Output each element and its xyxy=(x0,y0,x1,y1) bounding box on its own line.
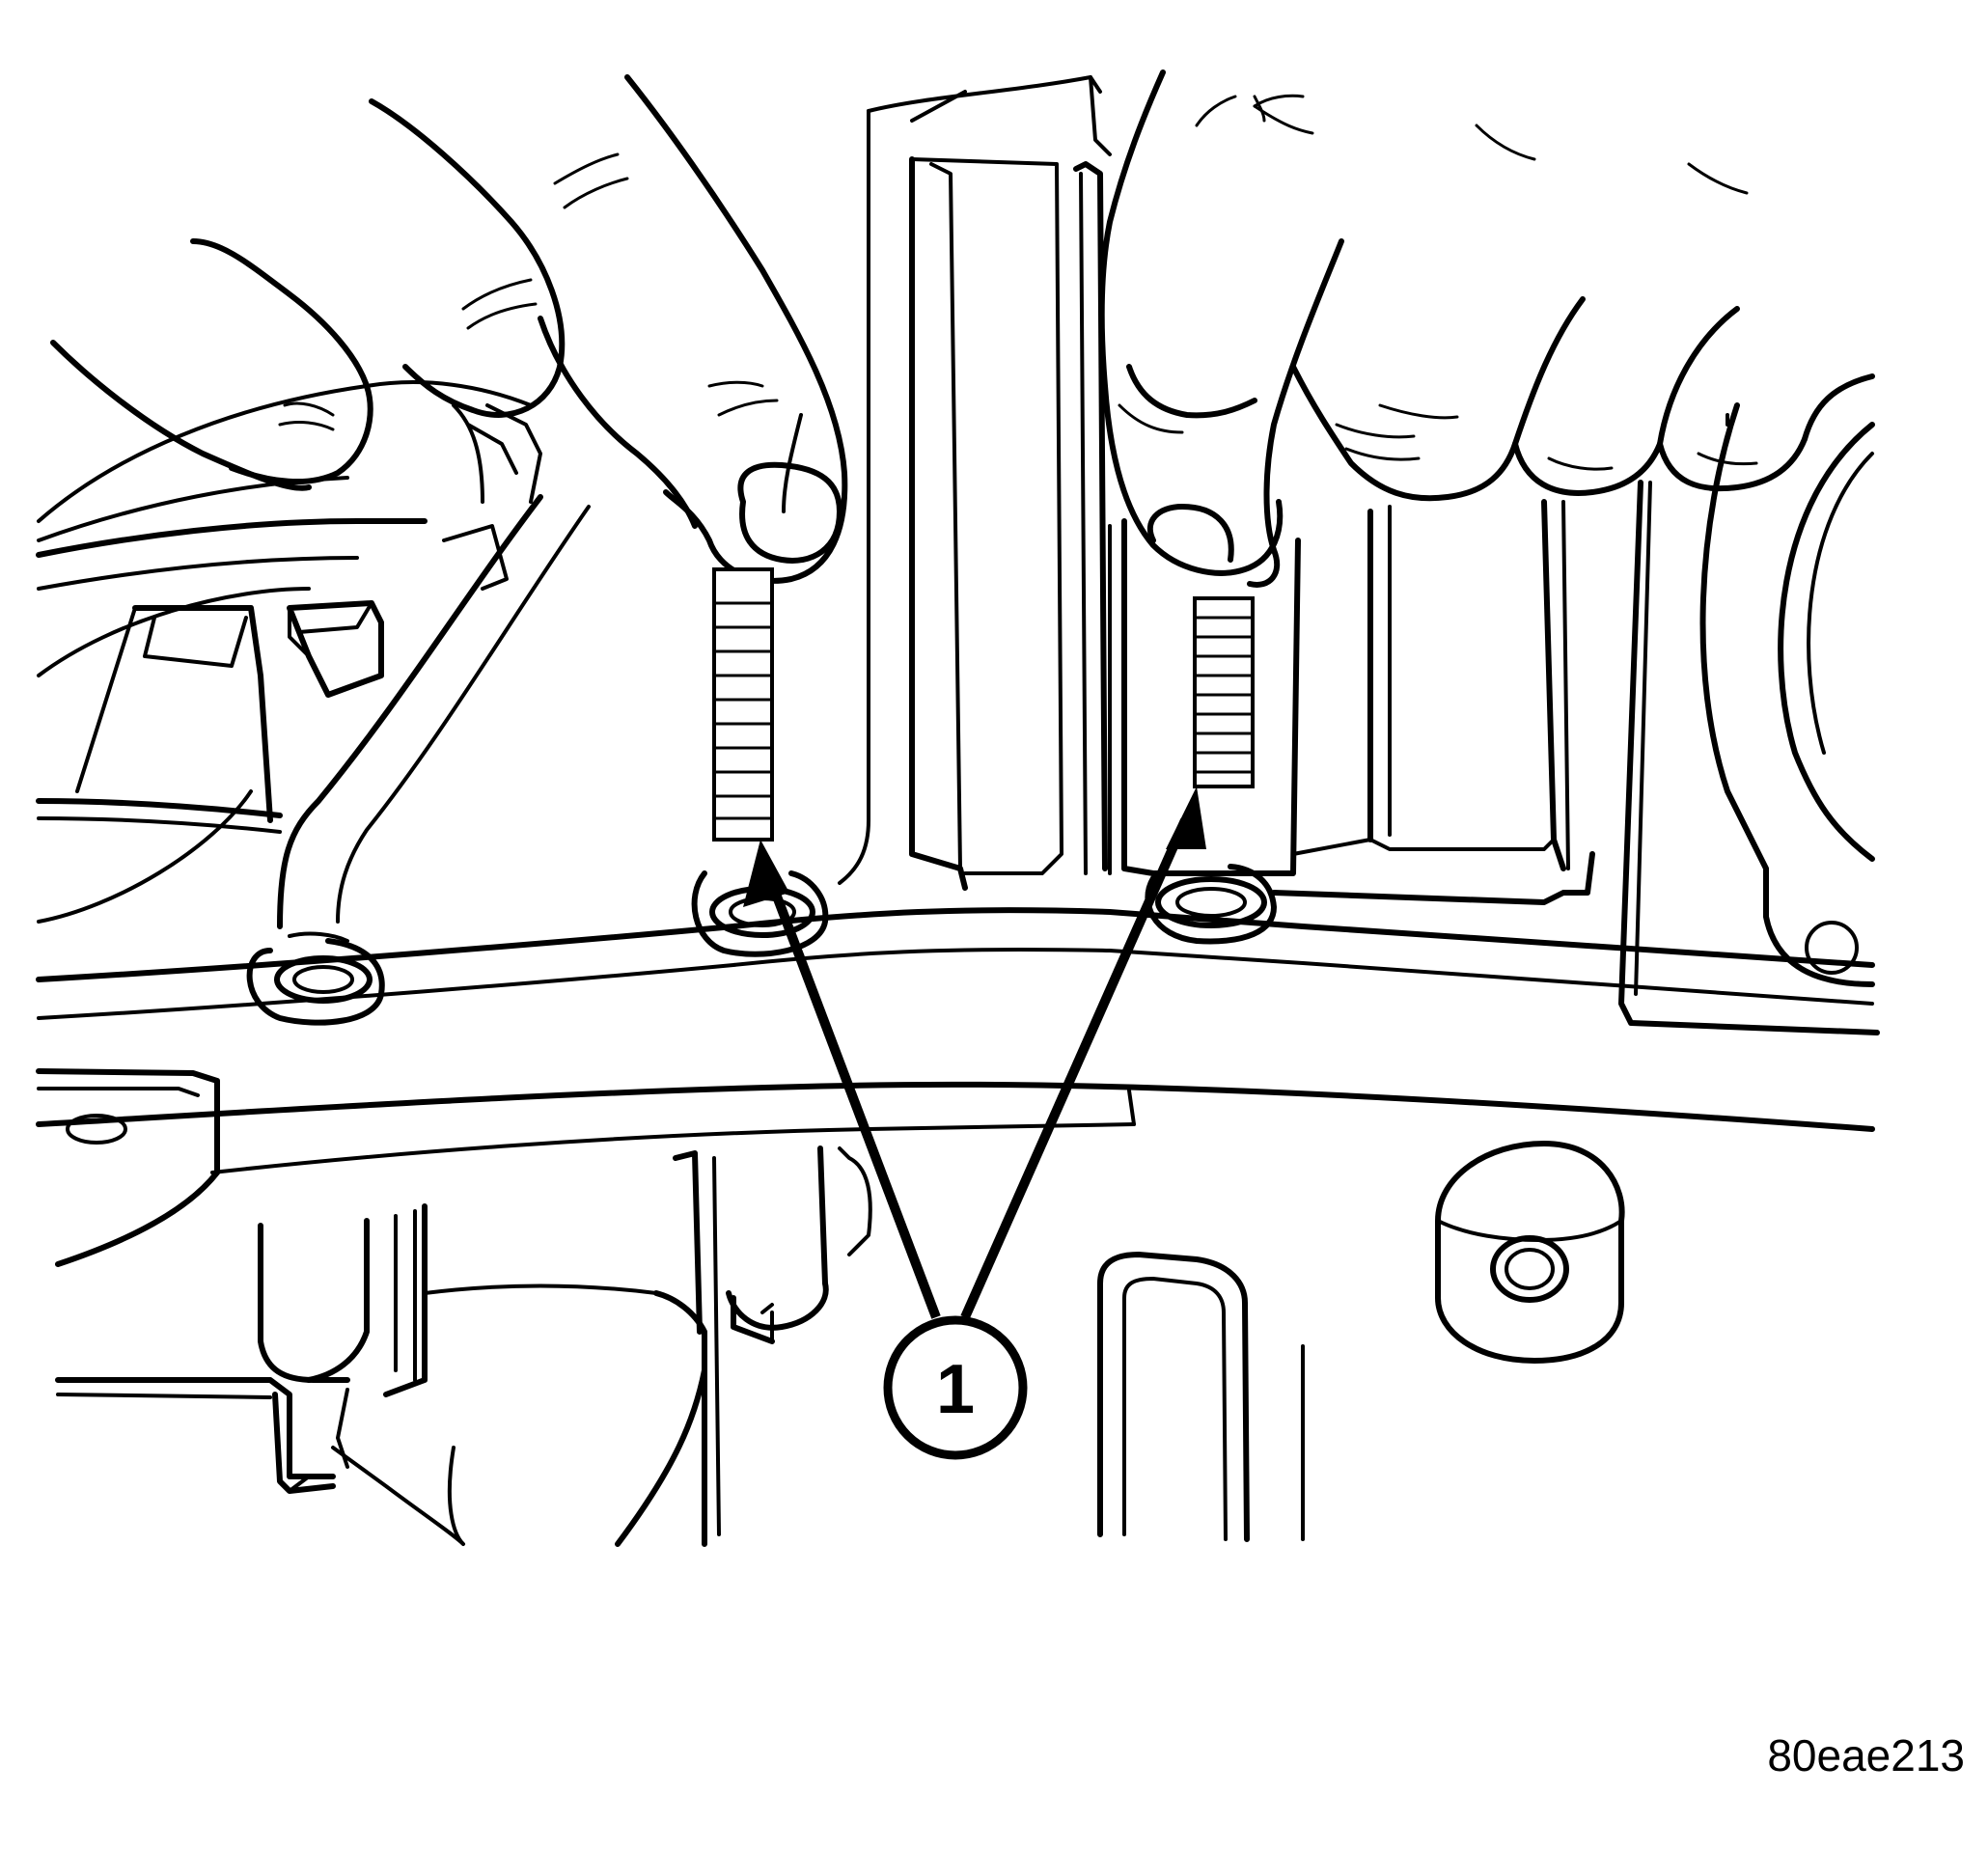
callout-leader-lines xyxy=(743,787,1206,1320)
leader-line-right xyxy=(960,817,1190,1320)
callout-1-label: 1 xyxy=(936,1351,975,1428)
left-hand xyxy=(37,74,848,584)
leader-line-left xyxy=(763,871,941,1319)
arrowhead-right xyxy=(1166,787,1206,849)
left-bore-area xyxy=(36,403,591,929)
right-guide-stud xyxy=(1193,596,1255,788)
lower-right-boss xyxy=(1435,1141,1625,1364)
figure-id-label: 80eae213 xyxy=(1767,1730,1965,1780)
left-boss xyxy=(246,931,385,1026)
left-guide-stud xyxy=(712,567,774,842)
lower-case-area xyxy=(55,1145,1305,1547)
bolt-bosses xyxy=(246,864,1625,1364)
transmission-case-housing xyxy=(36,907,1875,1267)
center-rib xyxy=(838,75,1112,891)
callout-1: 1 xyxy=(883,1315,1028,1460)
center-right-boss xyxy=(1145,864,1277,945)
arrowhead-left xyxy=(743,840,789,907)
right-hand xyxy=(1098,69,1875,588)
right-pockets xyxy=(1108,402,1880,1035)
